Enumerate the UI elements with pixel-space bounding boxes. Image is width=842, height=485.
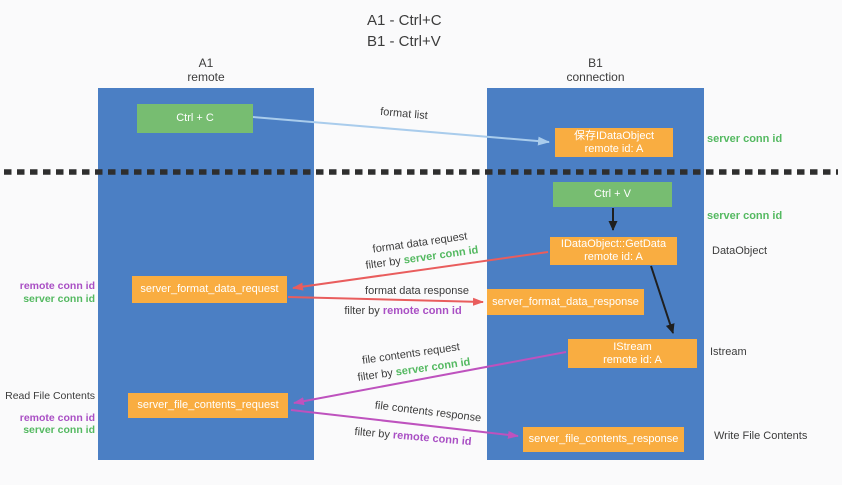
ctrl-v-label: Ctrl + V: [594, 188, 631, 200]
file-contents-response-label: file contents response: [374, 399, 482, 425]
column-a1-name: A1: [198, 56, 214, 70]
ctrl-c-label: Ctrl + C: [176, 112, 214, 124]
idataobject-getdata-box: IDataObject::GetData remote id: A: [550, 237, 677, 265]
server-format-data-request-box: server_format_data_request: [132, 276, 287, 303]
filter-by-text: filter by: [364, 254, 405, 272]
server-conn-id-annotation-mid: server conn id: [707, 210, 783, 222]
column-b1-role: connection: [566, 70, 625, 84]
column-header-a1: A1 remote: [98, 56, 314, 84]
server-conn-id-annotation-top: server conn id: [707, 133, 783, 145]
save-dataobject-title: 保存IDataObject: [573, 129, 655, 142]
column-header-b1: B1 connection: [487, 56, 704, 84]
server-conn-id-annotation-file: server conn id: [23, 424, 95, 436]
server-format-data-request-label: server_format_data_request: [140, 283, 279, 295]
getdata-remote-id: remote id: A: [584, 251, 643, 263]
save-dataobject-box: 保存IDataObject remote id: A: [555, 128, 673, 157]
format-data-response-arrow: [287, 296, 484, 306]
server-file-contents-response-label: server_file_contents_response: [528, 433, 679, 445]
server-file-contents-response-box: server_file_contents_response: [523, 427, 684, 452]
ctrl-v-box: Ctrl + V: [553, 182, 672, 207]
remote-conn-id-key: remote conn id: [382, 305, 462, 317]
format-data-response-filter-label: filter by remote conn id: [344, 305, 461, 317]
server-file-contents-request-label: server_file_contents_request: [137, 399, 279, 411]
ctrl-c-box: Ctrl + C: [137, 104, 253, 133]
filter-by-text: filter by: [354, 425, 394, 442]
filter-by-text: filter by: [356, 366, 397, 384]
format-list-label: format list: [379, 105, 429, 123]
istream-box: IStream remote id: A: [568, 339, 697, 368]
istream-annotation: Istream: [710, 346, 747, 358]
getdata-title: IDataObject::GetData: [560, 238, 667, 250]
istream-title: IStream: [613, 340, 652, 353]
file-contents-response-filter-label: filter by remote conn id: [354, 426, 472, 448]
format-data-response-label: format data response: [365, 285, 469, 297]
title-line-ctrl-c: A1 - Ctrl+C: [367, 12, 442, 29]
filter-by-text: filter by: [344, 305, 383, 317]
istream-remote-id: remote id: A: [603, 353, 662, 366]
server-file-contents-request-box: server_file_contents_request: [128, 393, 288, 418]
dataobject-annotation: DataObject: [712, 245, 768, 257]
read-file-contents-annotation: Read File Contents: [5, 390, 95, 402]
remote-conn-id-key: remote conn id: [392, 429, 472, 449]
title-line-ctrl-v: B1 - Ctrl+V: [367, 33, 441, 50]
remote-conn-id-annotation-file: remote conn id: [19, 412, 95, 424]
column-b1-name: B1: [588, 56, 603, 70]
server-format-data-response-box: server_format_data_response: [487, 289, 644, 315]
write-file-contents-annotation: Write File Contents: [714, 430, 808, 442]
server-format-data-response-label: server_format_data_response: [492, 295, 639, 308]
remote-conn-id-annotation-format: remote conn id: [19, 280, 95, 292]
page-title: A1 - Ctrl+C B1 - Ctrl+V: [367, 10, 442, 52]
column-a1-role: remote: [187, 70, 225, 84]
server-conn-id-annotation-format: server conn id: [23, 293, 95, 305]
save-dataobject-remote-id: remote id: A: [584, 142, 644, 155]
